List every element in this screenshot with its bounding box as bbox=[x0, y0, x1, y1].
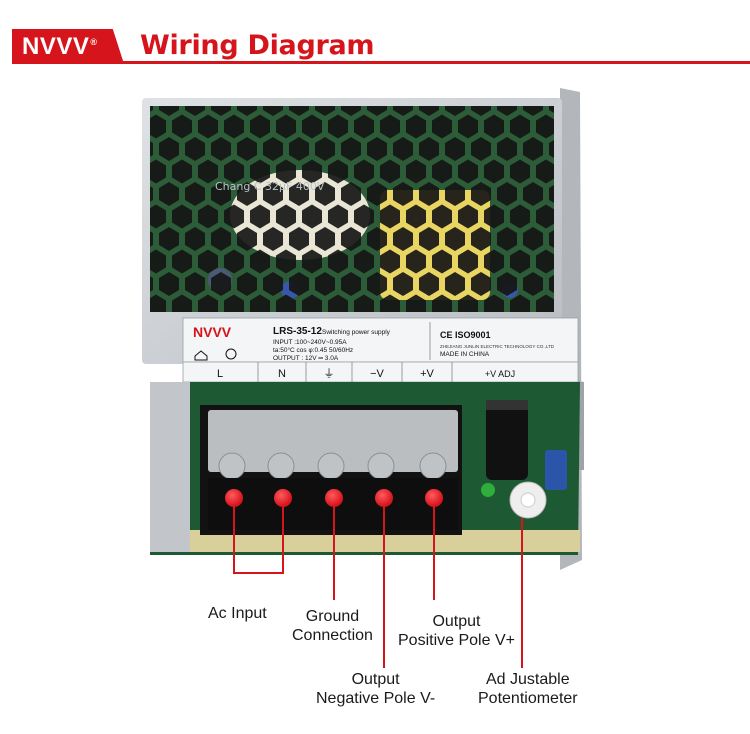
brand-name: NVVV® bbox=[22, 33, 98, 60]
case-top-cover: Chang C 32μF 400V bbox=[142, 98, 562, 364]
terminal-label-v-plus: +V bbox=[420, 368, 434, 380]
marker-v-plus bbox=[425, 489, 443, 507]
output-capacitor-shape bbox=[486, 400, 528, 480]
cert-mark-icon bbox=[225, 348, 237, 360]
terminal-label-n: N bbox=[278, 368, 286, 380]
terminal-markers bbox=[225, 489, 443, 507]
plate-type: Switching power supply bbox=[322, 329, 391, 336]
header: NVVV® Wiring Diagram bbox=[0, 0, 750, 75]
callout-output-positive: Output Positive Pole V+ bbox=[398, 613, 515, 649]
plate-brand: NVVV bbox=[193, 324, 232, 340]
plate-cert: CE ISO9001 bbox=[440, 330, 491, 340]
plate-model: LRS-35-12 bbox=[273, 326, 322, 337]
terminal-label-l: L bbox=[217, 368, 223, 380]
marker-l bbox=[225, 489, 243, 507]
title-underline bbox=[118, 61, 750, 64]
led-indicator-shape bbox=[481, 483, 495, 497]
callout-ac-input: Ac Input bbox=[208, 605, 267, 622]
marker-ground bbox=[325, 489, 343, 507]
terminal-label-ground: ⏚ bbox=[324, 367, 335, 380]
brand-logo: NVVV® bbox=[12, 29, 124, 64]
callout-output-negative: Output Negative Pole V- bbox=[316, 671, 436, 707]
home-icon bbox=[194, 350, 208, 361]
plate-made-in: MADE IN CHINA bbox=[440, 351, 490, 358]
callout-lines bbox=[233, 498, 523, 668]
terminal-label-v-adj: +V ADJ bbox=[485, 369, 515, 379]
page-title: Wiring Diagram bbox=[140, 30, 375, 61]
callout-ground-connection: Ground Connection bbox=[292, 608, 373, 644]
marker-n bbox=[274, 489, 292, 507]
terminal-label-v-minus: −V bbox=[370, 368, 384, 380]
capacitor-text: Chang C 32μF 400V bbox=[215, 180, 325, 193]
plate-company: ZHEJIANG JUNLIN ELECTRIC TECHNOLOGY CO.,… bbox=[440, 344, 555, 349]
terminal-block bbox=[200, 405, 462, 535]
callout-potentiometer: Ad Justable Potentiometer bbox=[478, 671, 578, 707]
plate-output: OUTPUT : 12V ═ 3.0A bbox=[273, 355, 339, 362]
marker-v-minus bbox=[375, 489, 393, 507]
plate-input: INPUT :100~240V~0.95A bbox=[273, 339, 347, 346]
terminal-label-strip: L N ⏚ −V +V +V ADJ bbox=[182, 361, 579, 383]
plate-ta: ta:50°C cos φ:0.45 50/60Hz bbox=[273, 346, 353, 354]
label-plate: NVVV LRS-35-12 Switching power supply IN… bbox=[182, 317, 579, 363]
